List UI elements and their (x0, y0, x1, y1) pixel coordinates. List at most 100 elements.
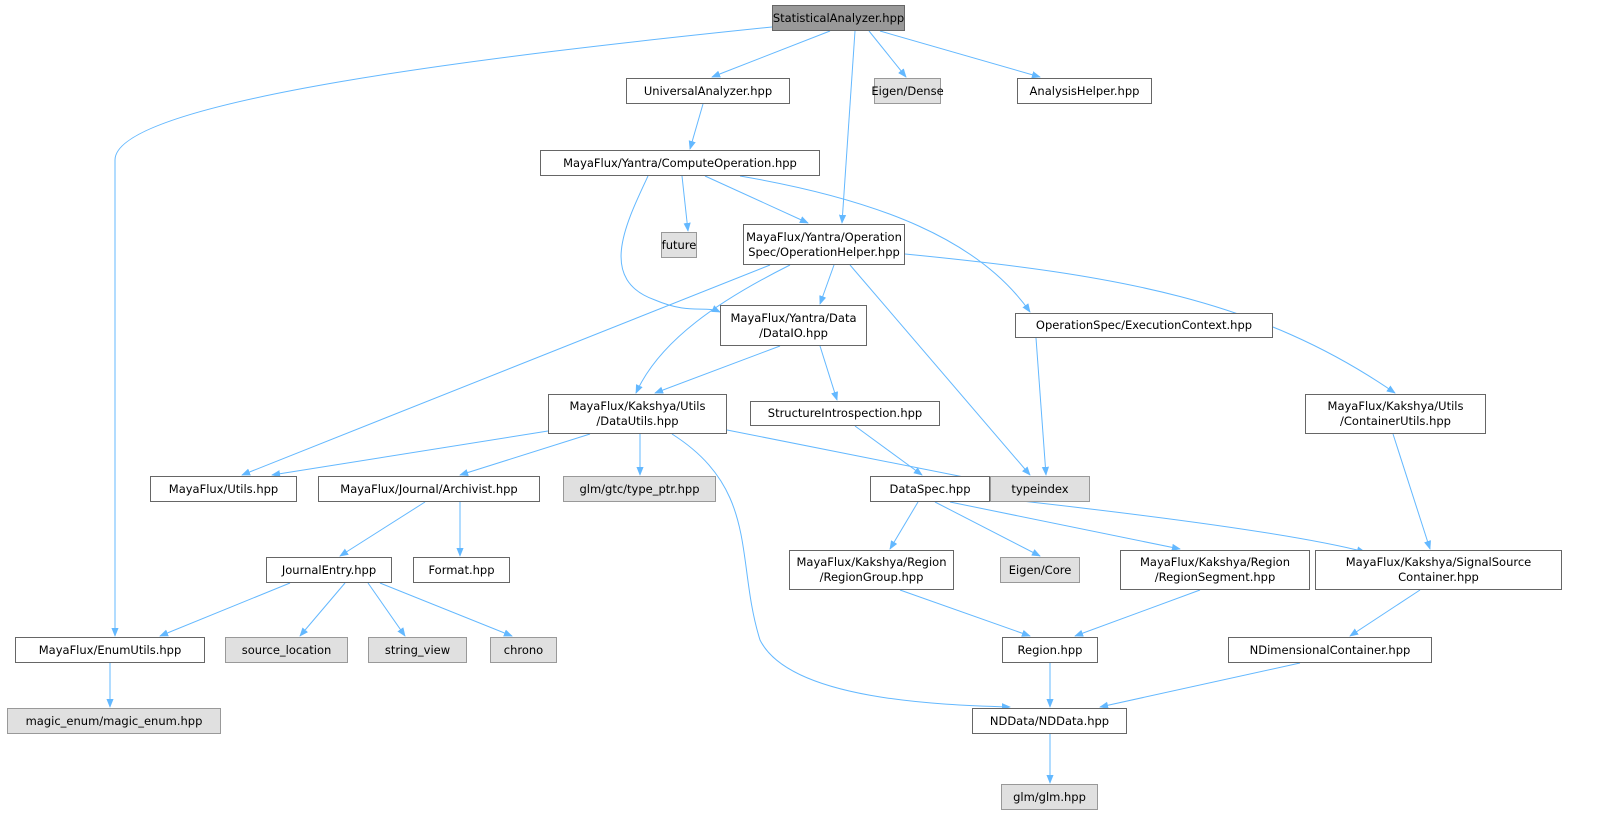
edge-ec-to-ti (1035, 337, 1050, 476)
graph-node-rg[interactable]: MayaFlux/Kakshya/Region/RegionGroup.hpp (789, 550, 954, 590)
graph-node-eu[interactable]: MayaFlux/EnumUtils.hpp (15, 637, 205, 663)
graph-node-ut[interactable]: MayaFlux/Utils.hpp (150, 476, 297, 502)
node-label: /RegionGroup.hpp (819, 570, 924, 584)
node-label: MayaFlux/Yantra/Operation (746, 229, 902, 244)
graph-node-ec[interactable]: OperationSpec/ExecutionContext.hpp (1015, 313, 1273, 338)
node-label: string_view (384, 642, 451, 657)
graph-node-si[interactable]: StructureIntrospection.hpp (750, 401, 940, 426)
edge-ua-to-co (688, 103, 704, 150)
graph-node-dio[interactable]: MayaFlux/Yantra/Data/DataIO.hpp (720, 305, 867, 346)
edge-ds-to-rs (949, 501, 1181, 551)
graph-node-ua[interactable]: UniversalAnalyzer.hpp (626, 78, 790, 104)
edge-si-to-ds (854, 425, 923, 476)
node-label: typeindex (1011, 481, 1069, 496)
edge-ndc-to-nd (1099, 662, 1301, 709)
graph-node-rs[interactable]: MayaFlux/Kakshya/Region/RegionSegment.hp… (1120, 550, 1310, 590)
edge-je-to-sl (299, 582, 346, 637)
graph-node-ti: typeindex (990, 476, 1090, 502)
edge-du-to-ut (271, 430, 549, 478)
graph-node-glm: glm/glm.hpp (1001, 784, 1098, 810)
graph-node-ar[interactable]: MayaFlux/Journal/Archivist.hpp (318, 476, 540, 502)
graph-node-fm[interactable]: Format.hpp (413, 557, 510, 583)
edge-je-to-eu (159, 582, 291, 637)
graph-node-me: magic_enum/magic_enum.hpp (7, 708, 221, 734)
node-label: StatisticalAnalyzer.hpp (772, 10, 905, 25)
edge-du-to-ar (459, 433, 591, 476)
node-label: source_location (241, 642, 332, 657)
edge-dio-to-du (654, 345, 781, 394)
node-label: chrono (503, 642, 544, 657)
edge-sa-to-ua (711, 30, 831, 78)
node-label: /RegionSegment.hpp (1154, 570, 1276, 584)
edge-sa-to-eu (111, 26, 773, 637)
node-label: MayaFlux/Yantra/ComputeOperation.hpp (563, 155, 797, 170)
graph-node-ed: Eigen/Dense (871, 78, 944, 104)
edge-cu-to-ssc (1392, 433, 1431, 550)
node-label: JournalEntry.hpp (281, 562, 377, 577)
graph-node-ecore: Eigen/Core (1000, 557, 1080, 583)
edge-oh-to-du (635, 264, 791, 394)
node-label: MayaFlux/Kakshya/Utils (569, 399, 706, 413)
node-label: OperationSpec/ExecutionContext.hpp (1035, 318, 1253, 332)
graph-node-co[interactable]: MayaFlux/Yantra/ComputeOperation.hpp (540, 150, 820, 176)
edge-ar-to-je (339, 501, 426, 557)
edge-oh-to-dio (819, 264, 835, 305)
edge-rs-to-re (1074, 589, 1201, 637)
graph-node-re[interactable]: Region.hpp (1002, 637, 1098, 663)
graph-node-nd[interactable]: NDData/NDData.hpp (972, 708, 1127, 734)
node-label: MayaFlux/Kakshya/SignalSource (1345, 555, 1532, 569)
node-label: UniversalAnalyzer.hpp (643, 83, 773, 98)
node-label: Region.hpp (1017, 642, 1083, 657)
edge-ds-to-rg (889, 501, 919, 550)
node-label: Spec/OperationHelper.hpp (748, 244, 900, 259)
graph-node-gtp: glm/gtc/type_ptr.hpp (563, 476, 716, 502)
edge-oh-to-ti (849, 264, 1031, 476)
node-label: NDData/NDData.hpp (989, 713, 1110, 728)
edge-oh-to-ut (241, 264, 771, 476)
node-label: NDimensionalContainer.hpp (1249, 642, 1411, 657)
node-label: Eigen/Dense (871, 83, 944, 98)
edge-dio-to-si (819, 345, 839, 401)
edge-ssc-to-ndc (1349, 589, 1421, 637)
edge-co-to-oh (704, 175, 809, 224)
node-label: MayaFlux/Yantra/Data (730, 310, 857, 325)
graph-node-sa[interactable]: StatisticalAnalyzer.hpp (772, 5, 905, 31)
node-label: MayaFlux/Kakshya/Region (796, 555, 947, 569)
node-label: future (661, 237, 697, 252)
node-label: /DataUtils.hpp (596, 414, 679, 428)
graph-node-ah[interactable]: AnalysisHelper.hpp (1017, 78, 1152, 104)
edge-co-to-dio (620, 175, 721, 313)
edge-co-to-fu (681, 175, 691, 232)
node-label: StructureIntrospection.hpp (767, 406, 923, 420)
graph-node-ch: chrono (490, 637, 557, 663)
edge-du-to-ti (726, 429, 990, 484)
node-label: MayaFlux/Journal/Archivist.hpp (340, 481, 518, 496)
edge-sa-to-ah (879, 30, 1041, 79)
node-label: glm/glm.hpp (1013, 789, 1086, 804)
graph-node-sv: string_view (368, 637, 467, 663)
edge-du-to-nd (671, 433, 1011, 711)
graph-node-fu: future (661, 232, 697, 258)
node-label: Eigen/Core (1008, 562, 1072, 577)
node-label: Container.hpp (1398, 570, 1479, 584)
graph-node-ndc[interactable]: NDimensionalContainer.hpp (1228, 637, 1432, 663)
edge-rg-to-re (899, 589, 1031, 637)
edge-je-to-ch (379, 582, 513, 637)
graph-node-ds[interactable]: DataSpec.hpp (870, 476, 990, 502)
node-label: DataSpec.hpp (889, 481, 971, 496)
graph-node-du[interactable]: MayaFlux/Kakshya/Utils/DataUtils.hpp (548, 394, 727, 434)
node-label: Format.hpp (428, 562, 495, 577)
edge-co-to-ec (739, 175, 1031, 313)
graph-node-je[interactable]: JournalEntry.hpp (266, 557, 392, 583)
graph-node-cu[interactable]: MayaFlux/Kakshya/Utils/ContainerUtils.hp… (1305, 394, 1486, 434)
edge-sa-to-ed (868, 30, 907, 78)
node-label: MayaFlux/EnumUtils.hpp (38, 642, 182, 657)
node-label: glm/gtc/type_ptr.hpp (579, 481, 700, 496)
node-label: MayaFlux/Kakshya/Utils (1327, 399, 1464, 413)
edge-je-to-sv (367, 582, 406, 637)
node-label: MayaFlux/Kakshya/Region (1139, 555, 1291, 569)
node-label: /ContainerUtils.hpp (1340, 414, 1451, 428)
